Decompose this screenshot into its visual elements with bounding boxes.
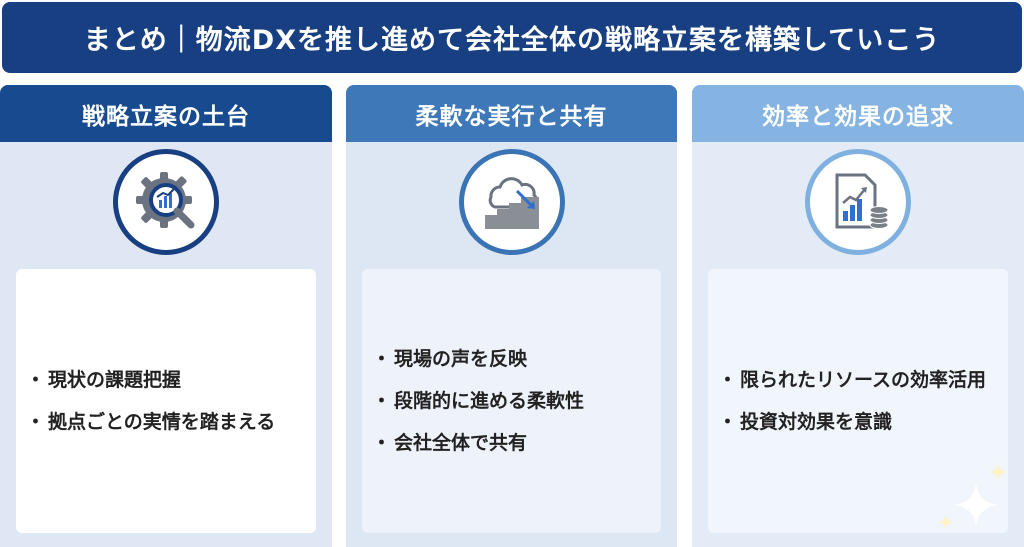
content-card: 現状の課題把握 拠点ごとの実情を踏まえる	[16, 269, 316, 533]
sparkle-icon	[939, 463, 1007, 529]
bullet-list: 現状の課題把握 拠点ごとの実情を踏まえる	[26, 352, 306, 450]
content-card: 現場の声を反映 段階的に進める柔軟性 会社全体で共有	[362, 269, 661, 533]
list-item: 拠点ごとの実情を踏まえる	[26, 408, 306, 436]
list-item: 投資対効果を意識	[718, 408, 998, 436]
list-item: 会社全体で共有	[372, 429, 651, 457]
bullet-list: 現場の声を反映 段階的に進める柔軟性 会社全体で共有	[372, 331, 651, 471]
list-item: 現場の声を反映	[372, 345, 651, 373]
content-card: 限られたリソースの効率活用 投資対効果を意識	[708, 269, 1008, 533]
column-strategy-foundation: 戦略立案の土台 現状の課題把握 拠点ごとの実情を踏まえる	[0, 85, 332, 547]
gear-analytics-icon	[113, 149, 219, 255]
report-coins-icon	[805, 149, 911, 255]
cloud-stairs-icon	[458, 149, 565, 255]
list-item: 段階的に進める柔軟性	[372, 387, 651, 415]
list-item: 現状の課題把握	[26, 366, 306, 394]
list-item: 限られたリソースの効率活用	[718, 366, 998, 394]
column-header: 戦略立案の土台	[0, 85, 332, 142]
column-header: 柔軟な実行と共有	[346, 85, 677, 142]
column-header: 効率と効果の追求	[692, 85, 1024, 142]
bullet-list: 限られたリソースの効率活用 投資対効果を意識	[718, 352, 998, 450]
column-flexible-execution: 柔軟な実行と共有 現場の声を反映 段階的に進める柔軟性 会社全体で共有	[346, 85, 677, 547]
column-efficiency-effect: 効率と効果の追求 限られたリソースの効率活用 投資対効果を意識	[692, 85, 1024, 547]
page-title: まとめ｜物流DXを推し進めて会社全体の戦略立案を構築していこう	[2, 2, 1022, 73]
